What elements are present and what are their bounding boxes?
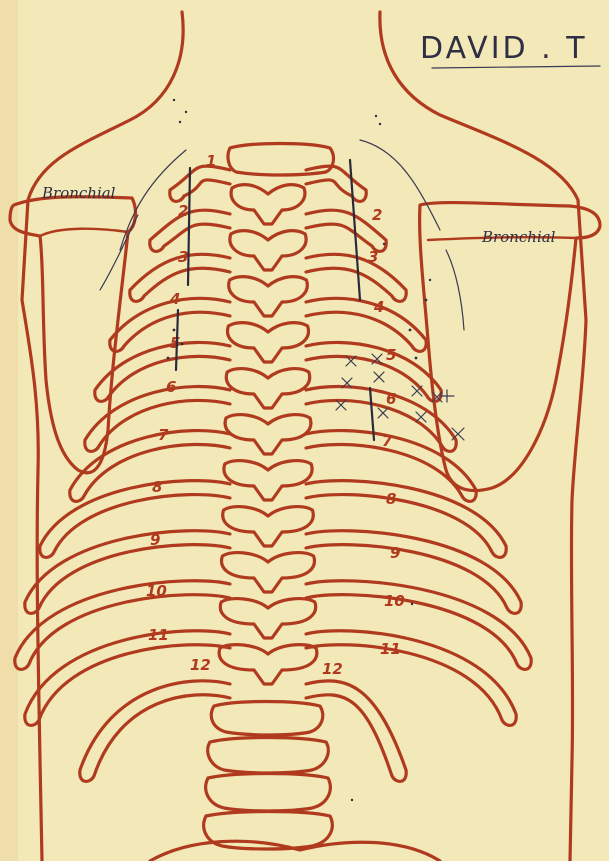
rib-label-right-9: 9 [390,544,400,562]
rib-label-left-7: 7 [158,426,169,444]
rib-label-left-5: 5 [170,334,180,352]
rib-label-left-4: 4 [169,290,180,308]
rib-label-left-6: 6 [166,378,176,396]
rib-label-right-6: 6 [386,390,396,408]
rib-label-right-2: 2 [372,206,382,224]
rib-label-right-12: 12 [322,660,343,678]
rib-label-left-3: 3 [178,248,188,266]
rib-label-left-10: 10 [146,582,167,600]
rib-label-left-8: 8 [152,478,162,496]
rib-label-right-8: 8 [386,490,396,508]
rib-label-left-11: 11 [148,626,169,644]
patient-name-heading: DAVID . T [420,31,588,66]
rib-label-right-3: 3 [368,248,378,266]
rib-label-left-2: 2 [178,202,188,220]
rib-label-right-11: 11 [380,640,401,658]
left-bronchial-annotation: Bronchial [41,184,116,202]
rib-label-left-12: 12 [190,656,211,674]
rib-label-right-5: 5 [386,346,396,364]
rib-label-left-9: 9 [150,531,160,549]
rib-label-right-10: 10 [384,592,405,610]
paper-edge-shading [0,0,18,861]
rib-label-left-1: 1 [206,152,216,170]
right-bronchial-annotation: Bronchial [481,228,556,246]
rib-label-right-4: 4 [373,298,384,316]
rib-label-right-7: 7 [382,432,393,450]
